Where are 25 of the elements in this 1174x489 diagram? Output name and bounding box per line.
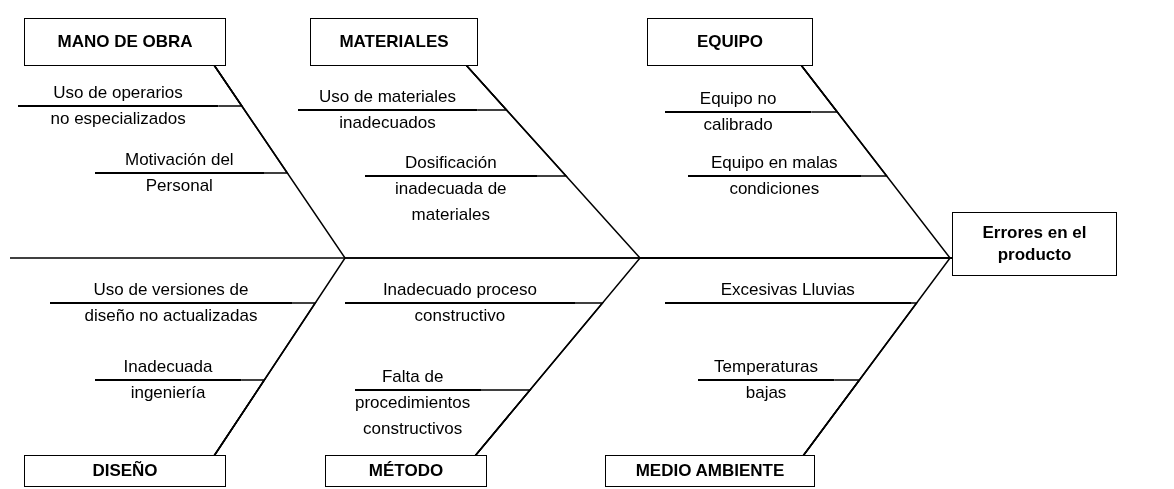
- branch-line: [800, 64, 889, 177]
- branch-line: [213, 379, 266, 457]
- cause-text: Uso de operarios no especializados: [18, 80, 219, 132]
- category-box: MANO DE OBRA: [24, 18, 226, 66]
- category-box: MÉTODO: [325, 455, 487, 487]
- cause-text: Inadecuado proceso constructivo: [345, 277, 575, 329]
- cause-text: Falta de procedimientos constructivos: [355, 364, 481, 442]
- branch-line: [213, 64, 289, 174]
- cause-text: Temperaturas bajas: [698, 354, 835, 406]
- cause-text: Uso de materiales inadecuados: [298, 84, 478, 136]
- cause-text: Excesivas Lluvias: [665, 277, 911, 303]
- category-box: MEDIO AMBIENTE: [605, 455, 815, 487]
- branch-line: [802, 379, 861, 457]
- effect-box: Errores en el producto: [952, 212, 1117, 276]
- branch-line: [465, 64, 568, 177]
- cause-text: Dosificación inadecuada de materiales: [365, 150, 537, 228]
- cause-text: Uso de versiones de diseño no actualizadas: [50, 277, 292, 329]
- cause-text: Inadecuada ingeniería: [95, 354, 242, 406]
- cause-text: Equipo no calibrado: [665, 86, 812, 138]
- category-box: MATERIALES: [310, 18, 478, 66]
- cause-text: Motivación del Personal: [95, 147, 264, 199]
- category-box: DISEÑO: [24, 455, 226, 487]
- category-box: EQUIPO: [647, 18, 813, 66]
- cause-text: Equipo en malas condiciones: [688, 150, 861, 202]
- branch-line: [474, 389, 532, 457]
